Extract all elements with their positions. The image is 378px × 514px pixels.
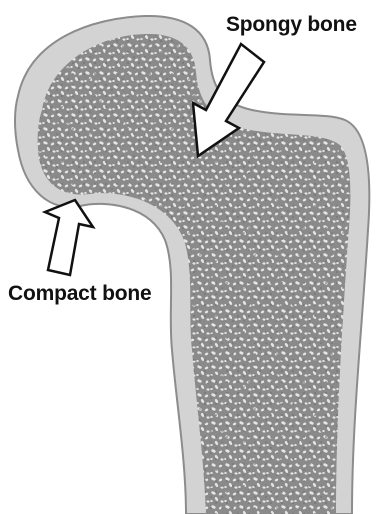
spongy-bone-label: Spongy bone: [226, 13, 357, 37]
compact-bone-label: Compact bone: [8, 282, 151, 306]
compact-bone-arrow: [45, 200, 93, 275]
